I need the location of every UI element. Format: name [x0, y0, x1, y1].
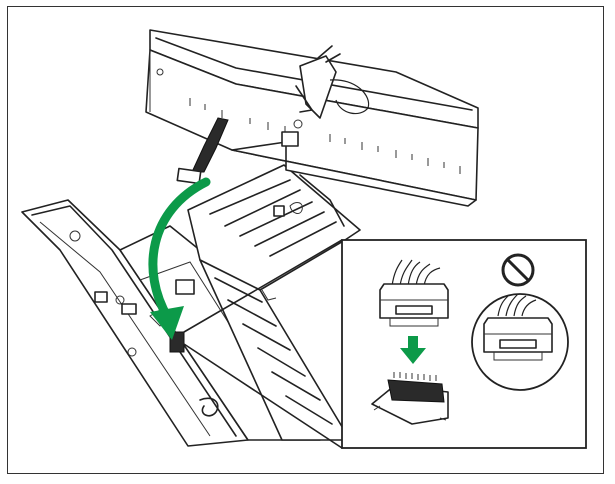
curved-arrow-icon: [148, 177, 211, 340]
board-header: [371, 372, 449, 425]
detail-inset: [341, 239, 587, 449]
ribbon-cable: [191, 117, 229, 173]
connector-plug: [379, 259, 449, 327]
callout-leader-lines: [183, 239, 343, 449]
incorrect-orientation-detail: [471, 293, 569, 391]
carriage-assembly: [145, 29, 479, 207]
prohibited-icon: [501, 253, 535, 287]
board-connector-socket: [169, 331, 185, 353]
down-arrow-icon: [400, 336, 426, 364]
cable-plug: [176, 167, 202, 185]
